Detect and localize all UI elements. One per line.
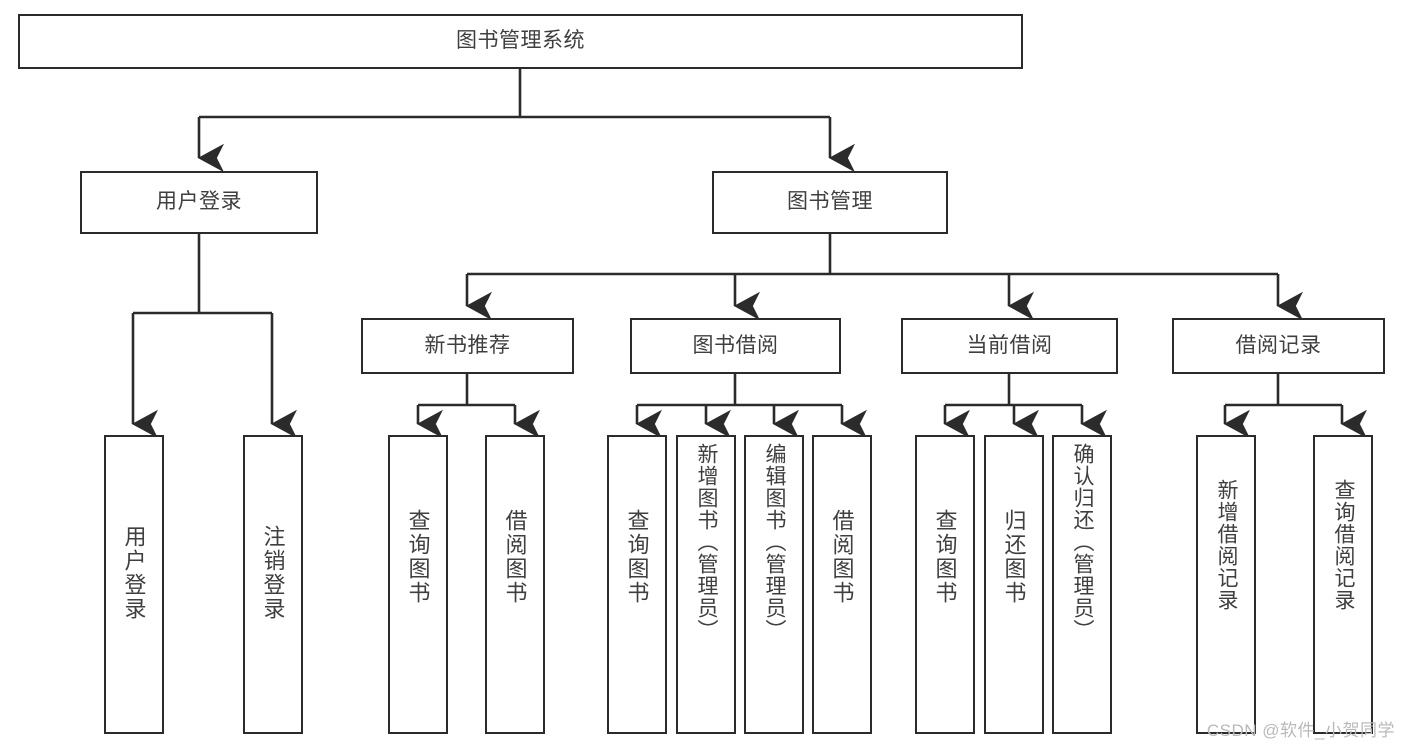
leaf-query-book-2[interactable]: 查询图书 <box>607 435 667 734</box>
leaf-user-login-label: 用户登录 <box>121 525 147 621</box>
node-root-label: 图书管理系统 <box>456 29 585 53</box>
leaf-logout-login-label: 注销登录 <box>260 525 286 621</box>
leaf-return-book-label: 归还图书 <box>1001 509 1027 605</box>
leaf-query-book-3-label: 查询图书 <box>932 509 958 605</box>
node-book-manage-label: 图书管理 <box>787 190 873 214</box>
leaf-query-record-label: 查询借阅记录 <box>1332 479 1356 611</box>
node-borrow-record-label: 借阅记录 <box>1235 333 1322 357</box>
node-new-book-recommend-label: 新书推荐 <box>424 333 511 357</box>
leaf-add-record[interactable]: 新增借阅记录 <box>1196 435 1256 734</box>
leaf-borrow-book-1[interactable]: 借阅图书 <box>485 435 545 734</box>
leaf-borrow-book-1-label: 借阅图书 <box>502 509 528 605</box>
node-current-borrow-label: 当前借阅 <box>966 333 1053 357</box>
leaf-borrow-book-2-label: 借阅图书 <box>829 509 855 605</box>
leaf-user-login[interactable]: 用户登录 <box>104 435 164 734</box>
leaf-return-book[interactable]: 归还图书 <box>984 435 1044 734</box>
leaf-add-book-label: 新增图书（管理员） <box>695 443 719 641</box>
node-new-book-recommend[interactable]: 新书推荐 <box>361 318 574 374</box>
leaf-confirm-return-label: 确认归还（管理员） <box>1071 443 1095 641</box>
leaf-query-book-2-label: 查询图书 <box>624 509 650 605</box>
node-root[interactable]: 图书管理系统 <box>18 14 1023 69</box>
leaf-query-book-3[interactable]: 查询图书 <box>915 435 975 734</box>
leaf-borrow-book-2[interactable]: 借阅图书 <box>812 435 872 734</box>
watermark-text: CSDN @软件_小贺同学 <box>1206 721 1395 740</box>
node-book-borrow-label: 图书借阅 <box>692 333 779 357</box>
leaf-edit-book-label: 编辑图书（管理员） <box>763 443 787 641</box>
leaf-edit-book[interactable]: 编辑图书（管理员） <box>744 435 804 734</box>
leaf-query-record[interactable]: 查询借阅记录 <box>1313 435 1373 734</box>
node-user-login[interactable]: 用户登录 <box>80 171 318 234</box>
leaf-query-book-1[interactable]: 查询图书 <box>388 435 448 734</box>
leaf-query-book-1-label: 查询图书 <box>405 509 431 605</box>
leaf-logout-login[interactable]: 注销登录 <box>243 435 303 734</box>
leaf-confirm-return[interactable]: 确认归还（管理员） <box>1052 435 1112 734</box>
node-current-borrow[interactable]: 当前借阅 <box>901 318 1118 374</box>
node-book-borrow[interactable]: 图书借阅 <box>630 318 841 374</box>
leaf-add-record-label: 新增借阅记录 <box>1215 479 1239 611</box>
node-borrow-record[interactable]: 借阅记录 <box>1172 318 1385 374</box>
leaf-add-book[interactable]: 新增图书（管理员） <box>676 435 736 734</box>
node-book-manage[interactable]: 图书管理 <box>712 171 948 234</box>
node-user-login-label: 用户登录 <box>156 190 242 214</box>
